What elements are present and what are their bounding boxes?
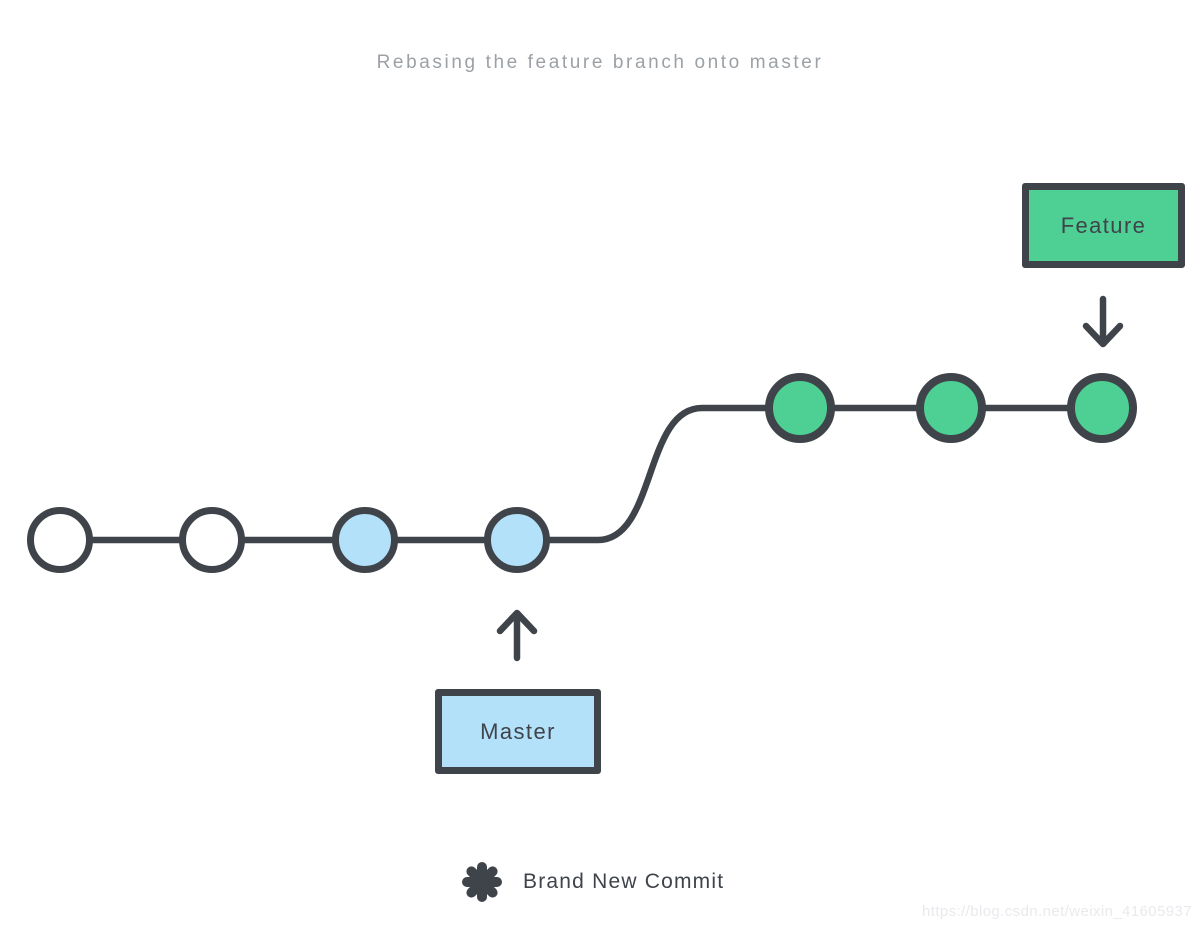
branch-line bbox=[60, 404, 1102, 544]
commit-node-new bbox=[916, 373, 986, 443]
arrow-up-icon bbox=[496, 609, 538, 662]
legend-label: Brand New Commit bbox=[523, 870, 725, 893]
diagram-title: Rebasing the feature branch onto master bbox=[376, 52, 824, 73]
commit-node bbox=[484, 507, 550, 573]
commit-node bbox=[332, 507, 398, 573]
asterisk-icon bbox=[462, 862, 502, 902]
commit-node-new bbox=[765, 373, 835, 443]
feature-branch-label: Feature bbox=[1022, 183, 1185, 268]
master-branch-label: Master bbox=[435, 689, 601, 774]
commit-node bbox=[179, 507, 245, 573]
feature-label-text: Feature bbox=[1060, 212, 1147, 238]
legend: Brand New Commit bbox=[462, 861, 724, 903]
master-label-text: Master bbox=[480, 718, 556, 744]
commit-node bbox=[27, 507, 93, 573]
arrow-down-icon bbox=[1082, 295, 1124, 348]
watermark: https://blog.csdn.net/weixin_41605937 bbox=[922, 903, 1192, 920]
commit-node-new bbox=[1067, 373, 1137, 443]
